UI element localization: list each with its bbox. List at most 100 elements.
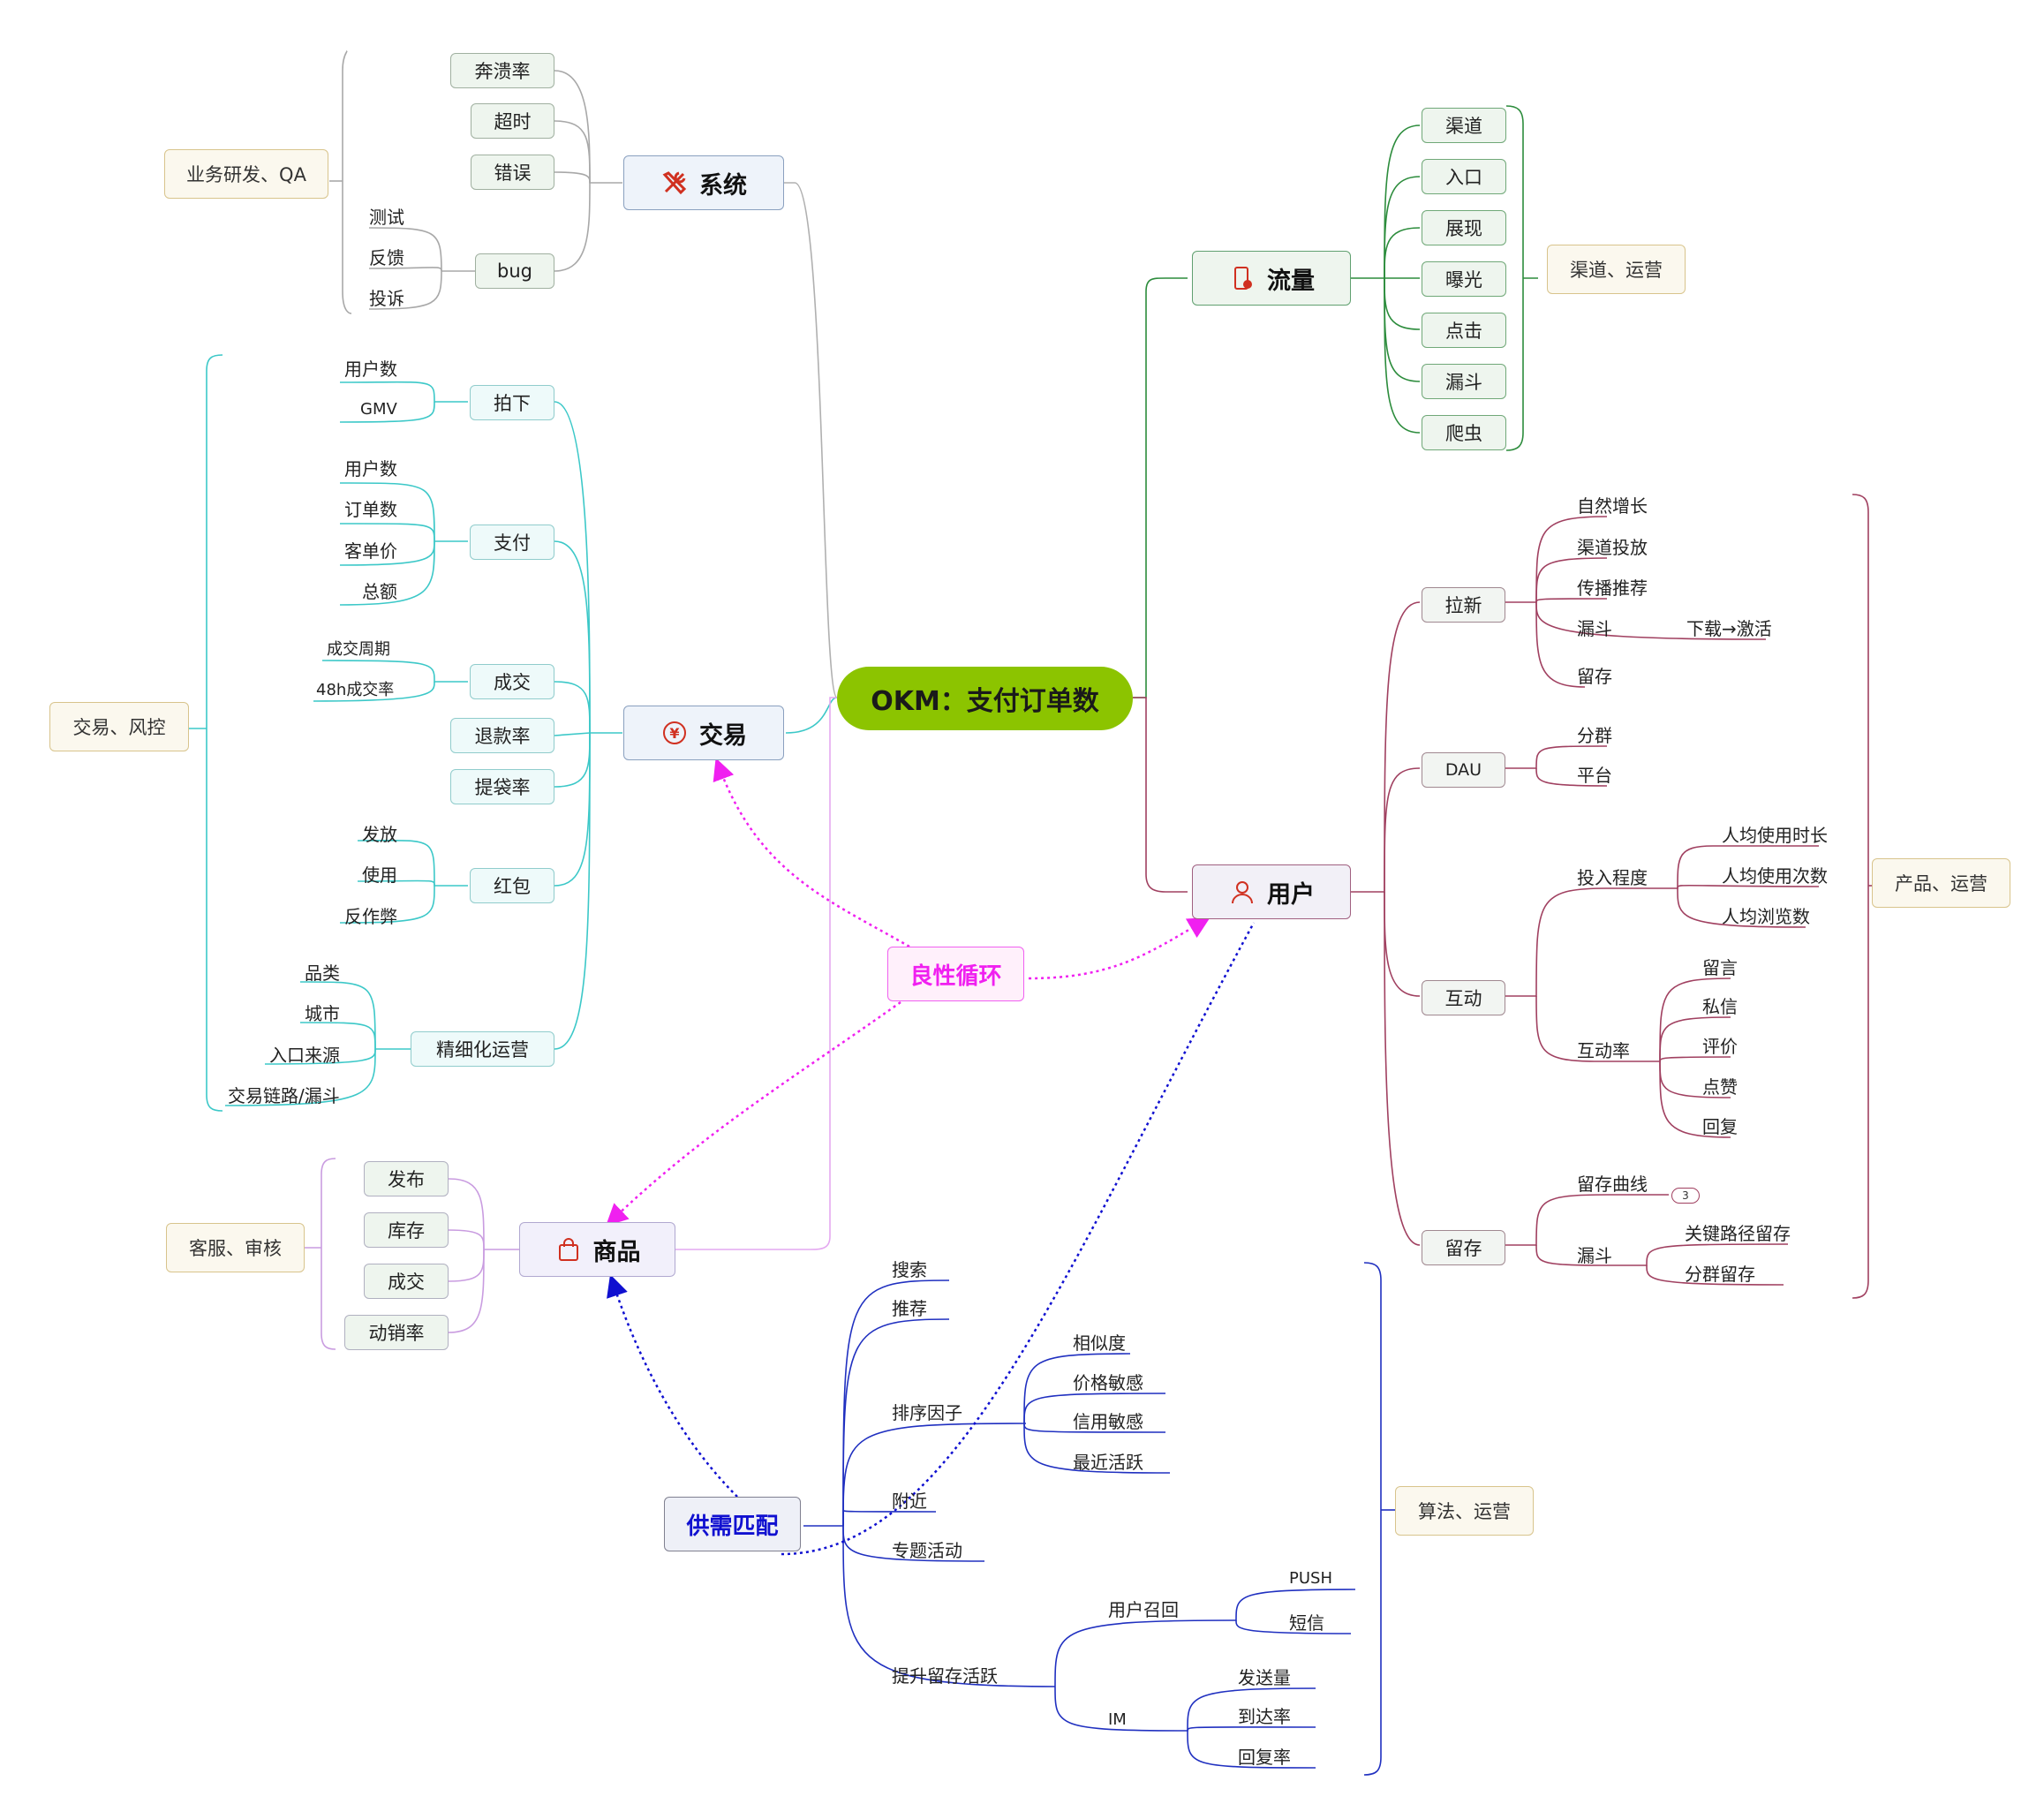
system-title: 系统 bbox=[699, 171, 747, 200]
match-to-goods-arrow bbox=[607, 1274, 738, 1498]
goods-item-stock[interactable]: 库存 bbox=[364, 1212, 449, 1248]
hudong-a-child-2: 人均浏览数 bbox=[1722, 906, 1810, 927]
hongbao-child-1: 使用 bbox=[362, 864, 397, 886]
liucun-a-count-badge[interactable]: 3 bbox=[1671, 1188, 1700, 1204]
laxin-child-3: 漏斗 bbox=[1577, 618, 1612, 639]
zhifu-child-2: 客单价 bbox=[344, 540, 397, 562]
laxin-child-2: 传播推荐 bbox=[1577, 577, 1648, 599]
trade-connectors bbox=[189, 354, 622, 1112]
user-note: 产品、运营 bbox=[1872, 858, 2010, 908]
loop-to-goods-arrow bbox=[605, 1000, 901, 1227]
traffic-note: 渠道、运营 bbox=[1547, 245, 1686, 294]
hudong-b-child-3: 点赞 bbox=[1702, 1076, 1738, 1098]
zhifu-child-1: 订单数 bbox=[344, 499, 397, 520]
phone-icon bbox=[1228, 264, 1256, 292]
matching-item-search: 搜索 bbox=[892, 1259, 927, 1280]
root-to-right bbox=[1133, 277, 1188, 698]
user-item-hudong[interactable]: 互动 bbox=[1422, 980, 1505, 1015]
laxin-child-0: 自然增长 bbox=[1577, 495, 1648, 517]
trade-item-bag[interactable]: 提袋率 bbox=[450, 769, 554, 804]
system-connectors bbox=[329, 50, 622, 314]
loop-to-trade-arrow bbox=[713, 758, 910, 948]
goods-connectors bbox=[305, 1158, 519, 1350]
chengjiao-child-0: 成交周期 bbox=[327, 640, 390, 659]
root-to-goods bbox=[675, 697, 837, 1250]
system-item-timeout[interactable]: 超时 bbox=[471, 103, 554, 139]
match-node[interactable]: 供需匹配 bbox=[664, 1497, 801, 1551]
trade-title: 交易 bbox=[699, 721, 747, 750]
trade-node[interactable]: ¥ 交易 bbox=[623, 706, 784, 760]
laxin-funnel-child: 下载→激活 bbox=[1686, 618, 1772, 639]
bag-icon bbox=[554, 1235, 583, 1264]
tools-icon bbox=[660, 169, 689, 197]
matching-item-nearby: 附近 bbox=[892, 1491, 927, 1512]
loop-to-user-arrow bbox=[1028, 917, 1211, 980]
traffic-item-4[interactable]: 点击 bbox=[1422, 313, 1506, 348]
goods-title: 商品 bbox=[592, 1238, 641, 1266]
user-item-liucun[interactable]: 留存 bbox=[1422, 1230, 1505, 1265]
traffic-item-5[interactable]: 漏斗 bbox=[1422, 364, 1506, 399]
trade-item-hongbao[interactable]: 红包 bbox=[470, 868, 554, 903]
user-item-dau[interactable]: DAU bbox=[1422, 752, 1505, 788]
jingxi-child-2: 入口来源 bbox=[269, 1045, 340, 1066]
sort-factor-2: 信用敏感 bbox=[1073, 1411, 1143, 1432]
matching-note: 算法、运营 bbox=[1395, 1486, 1534, 1536]
loop-node[interactable]: 良性循环 bbox=[887, 947, 1024, 1001]
goods-item-deal[interactable]: 成交 bbox=[364, 1264, 449, 1299]
system-node[interactable]: 系统 bbox=[623, 155, 784, 210]
trade-item-ops[interactable]: 精细化运营 bbox=[411, 1031, 554, 1067]
root-connectors bbox=[781, 182, 838, 698]
system-item-error[interactable]: 错误 bbox=[471, 155, 554, 190]
recall-child-0: PUSH bbox=[1289, 1569, 1332, 1588]
trade-item-refund[interactable]: 退款率 bbox=[450, 718, 554, 753]
hudong-a-child-1: 人均使用次数 bbox=[1722, 865, 1828, 887]
im-child-2: 回复率 bbox=[1238, 1747, 1291, 1768]
traffic-item-2[interactable]: 展现 bbox=[1422, 210, 1506, 245]
traffic-title: 流量 bbox=[1267, 267, 1315, 295]
paixia-child-0: 用户数 bbox=[344, 359, 397, 380]
user-title: 用户 bbox=[1267, 880, 1315, 909]
hudong-b-child-1: 私信 bbox=[1702, 996, 1738, 1017]
trade-item-chengjiao[interactable]: 成交 bbox=[470, 664, 554, 699]
sort-factor-1: 价格敏感 bbox=[1073, 1372, 1143, 1393]
traffic-connectors bbox=[1351, 105, 1538, 451]
goods-item-sellthrough[interactable]: 动销率 bbox=[344, 1315, 449, 1350]
traffic-item-0[interactable]: 渠道 bbox=[1422, 108, 1506, 143]
matching-connectors bbox=[803, 1262, 1395, 1776]
goods-node[interactable]: 商品 bbox=[519, 1222, 675, 1277]
goods-item-publish[interactable]: 发布 bbox=[364, 1161, 449, 1196]
traffic-item-1[interactable]: 入口 bbox=[1422, 159, 1506, 194]
paixia-child-1: GMV bbox=[360, 400, 397, 419]
trade-item-paixia[interactable]: 拍下 bbox=[470, 385, 554, 420]
im-child-0: 发送量 bbox=[1238, 1667, 1291, 1688]
laxin-child-4: 留存 bbox=[1577, 666, 1612, 687]
matching-item-recommend: 推荐 bbox=[892, 1298, 927, 1319]
system-item-crash[interactable]: 奔溃率 bbox=[450, 53, 554, 88]
sort-factor-3: 最近活跃 bbox=[1073, 1452, 1143, 1473]
hudong-a: 投入程度 bbox=[1577, 867, 1648, 888]
im-node: IM bbox=[1108, 1710, 1127, 1729]
jingxi-child-0: 品类 bbox=[305, 962, 340, 984]
traffic-node[interactable]: 流量 bbox=[1192, 251, 1351, 306]
root-node[interactable]: OKM：支付订单数 bbox=[837, 667, 1133, 730]
user-item-laxin[interactable]: 拉新 bbox=[1422, 587, 1505, 623]
traffic-item-3[interactable]: 曝光 bbox=[1422, 261, 1506, 297]
traffic-item-6[interactable]: 爬虫 bbox=[1422, 415, 1506, 450]
hudong-b: 互动率 bbox=[1577, 1040, 1630, 1061]
dau-child-1: 平台 bbox=[1577, 765, 1612, 786]
matching-item-topic: 专题活动 bbox=[892, 1540, 962, 1561]
trade-item-zhifu[interactable]: 支付 bbox=[470, 525, 554, 560]
hongbao-child-0: 发放 bbox=[362, 824, 397, 845]
hongbao-child-2: 反作弊 bbox=[344, 906, 397, 927]
zhifu-child-0: 用户数 bbox=[344, 458, 397, 479]
system-item-bug[interactable]: bug bbox=[475, 253, 554, 289]
root-to-trade bbox=[785, 697, 838, 734]
chengjiao-child-1: 48h成交率 bbox=[316, 681, 395, 699]
user-node[interactable]: 用户 bbox=[1192, 864, 1351, 919]
system-note: 业务研发、QA bbox=[164, 149, 328, 199]
user-connectors bbox=[1351, 494, 1882, 1299]
yen-icon: ¥ bbox=[660, 719, 689, 747]
sort-factor-0: 相似度 bbox=[1073, 1332, 1126, 1354]
hudong-b-child-2: 评价 bbox=[1702, 1036, 1738, 1057]
